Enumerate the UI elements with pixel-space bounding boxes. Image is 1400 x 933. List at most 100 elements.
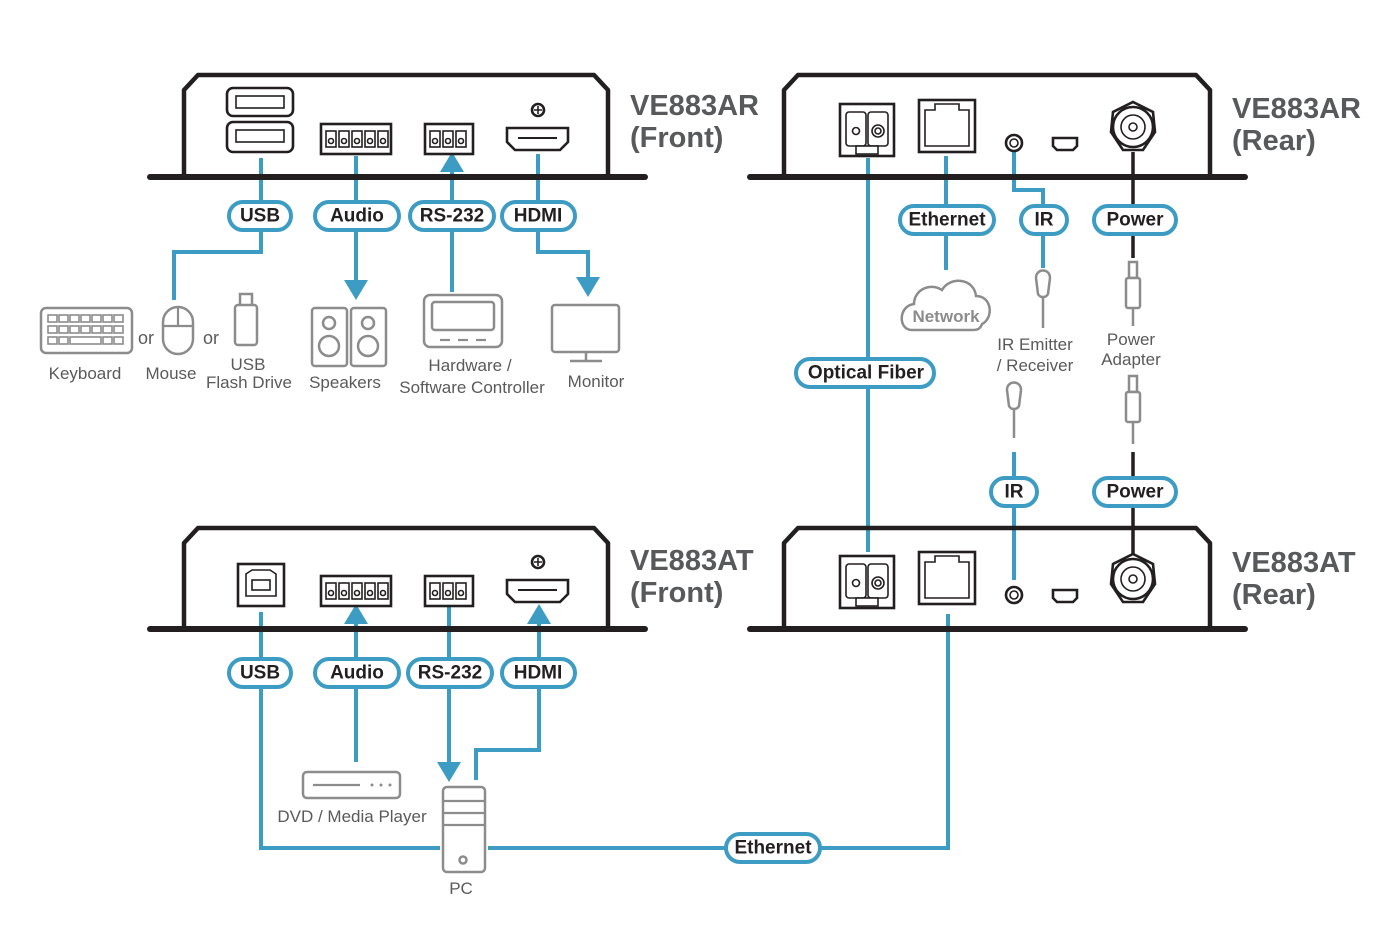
ir-emitter-label: IR Emitter <box>997 335 1073 354</box>
keyboard-icon <box>39 306 134 355</box>
rx-ethernet-pill: Ethernet <box>898 204 996 236</box>
svg-text:USB: USB <box>240 663 280 684</box>
svg-text:Optical Fiber: Optical Fiber <box>808 363 925 384</box>
monitor-label: Monitor <box>568 372 625 391</box>
ethernet-port-icon <box>917 98 977 154</box>
ir-jack-port-icon <box>1004 585 1024 605</box>
unit-tx-front: VE883AT (Front) <box>147 525 754 632</box>
pc-label: PC <box>449 879 473 898</box>
rx-audio-arrow <box>344 280 368 300</box>
hdmi-port-icon <box>505 554 570 604</box>
chassis-outline <box>781 72 1213 176</box>
svg-text:Power: Power <box>1106 482 1164 503</box>
svg-text:Ethernet: Ethernet <box>734 838 812 859</box>
unit-side-label: (Rear) <box>1232 125 1316 157</box>
rx-ir-pill: IR <box>1019 204 1069 236</box>
tx-usb-pill: USB <box>227 657 293 689</box>
svg-text:RS-232: RS-232 <box>418 663 482 684</box>
chassis-outline <box>781 525 1213 629</box>
unit-rx-front: VE883AR (Front) <box>147 72 759 180</box>
rx-usb-pill: USB <box>227 200 293 232</box>
connector-labels: USB Audio RS-232 HDMI Ethernet IR Power <box>227 200 1178 864</box>
controller-icon <box>422 293 504 349</box>
unit-rx-rear: VE883AR (Rear) <box>747 72 1361 180</box>
tx-ir-pill: IR <box>989 476 1039 508</box>
usb-flash-drive-label: Flash Drive <box>206 373 292 392</box>
unit-model-label: VE883AT <box>1232 547 1356 579</box>
power-jack-port-icon <box>1109 552 1157 604</box>
mouse-icon <box>161 305 195 356</box>
tx-audio-pill: Audio <box>313 657 401 689</box>
ir-jack-port-icon <box>1004 133 1024 153</box>
rs232-terminal-port-icon <box>423 574 475 608</box>
svg-text:IR: IR <box>1005 482 1024 503</box>
chassis-outline <box>181 72 611 176</box>
unit-model-label: VE883AT <box>630 545 754 577</box>
tx-usb-cable <box>259 612 440 850</box>
tx-rs232-pill: RS-232 <box>406 657 494 689</box>
power-adapter-label: Power <box>1107 330 1156 349</box>
unit-side-label: (Front) <box>630 122 723 154</box>
optical-fiber-pill: Optical Fiber <box>794 357 936 389</box>
rx-rs232-arrow <box>440 152 464 172</box>
unit-model-label: VE883AR <box>630 90 759 122</box>
rx-rs232-pill: RS-232 <box>408 200 496 232</box>
tx-ethernet-cable <box>488 614 950 850</box>
optical-fiber-port-icon <box>838 554 896 610</box>
optical-fiber-port-icon <box>838 102 896 158</box>
rs232-terminal-port-icon <box>423 122 475 156</box>
mouse-label: Mouse <box>145 364 196 383</box>
rx-power-pill: Power <box>1092 204 1178 236</box>
keyboard-label: Keyboard <box>49 364 122 383</box>
svg-text:HDMI: HDMI <box>514 206 563 227</box>
unit-side-label: (Rear) <box>1232 579 1316 611</box>
svg-text:RS-232: RS-232 <box>420 206 484 227</box>
ethernet-port-icon <box>917 550 977 606</box>
tx-audio-arrow <box>344 604 368 624</box>
pc-tower-icon <box>441 785 487 874</box>
chassis-outline <box>181 525 611 629</box>
rx-hdmi-arrow <box>576 277 600 297</box>
tx-hdmi-arrow <box>527 604 551 624</box>
tx-power-pill: Power <box>1092 476 1178 508</box>
svg-text:Ethernet: Ethernet <box>908 210 986 231</box>
ir-receiver-icon <box>1005 381 1023 438</box>
audio-terminal-port-icon <box>319 574 393 608</box>
power-jack-port-icon <box>1109 100 1157 152</box>
svg-text:USB: USB <box>240 206 280 227</box>
usb-a-port-icon <box>225 86 295 154</box>
pc-ethernet-pill: Ethernet <box>724 832 822 864</box>
power-adapter-label: Adapter <box>1101 350 1161 369</box>
unit-side-label: (Front) <box>630 577 723 609</box>
tx-hdmi-cable <box>474 620 541 780</box>
svg-text:Audio: Audio <box>330 663 384 684</box>
cables <box>172 152 1135 850</box>
usb-flash-drive-label: USB <box>231 355 266 374</box>
rx-hdmi-pill: HDMI <box>500 200 577 232</box>
ir-emitter-icon <box>1034 269 1052 328</box>
speakers-label: Speakers <box>309 373 381 392</box>
svg-text:Power: Power <box>1106 210 1164 231</box>
or-label: or <box>138 328 154 348</box>
controller-label: Hardware / <box>428 356 511 375</box>
unit-model-label: VE883AR <box>1232 93 1361 125</box>
unit-tx-rear: VE883AT (Rear) <box>747 525 1356 632</box>
usb-flash-drive-icon <box>233 292 259 347</box>
network-cloud-icon <box>900 279 991 332</box>
micro-usb-port-icon <box>1051 136 1079 152</box>
svg-text:Audio: Audio <box>330 206 384 227</box>
rx-audio-pill: Audio <box>313 200 401 232</box>
or-label: or <box>203 328 219 348</box>
controller-label: Software Controller <box>399 378 545 397</box>
micro-usb-port-icon <box>1051 588 1079 604</box>
dvd-player-label: DVD / Media Player <box>277 807 427 826</box>
svg-text:HDMI: HDMI <box>514 663 563 684</box>
monitor-icon <box>550 303 621 363</box>
hdmi-port-icon <box>505 102 570 152</box>
tx-hdmi-pill: HDMI <box>500 657 577 689</box>
svg-text:IR: IR <box>1035 210 1054 231</box>
dvd-player-icon <box>301 770 402 800</box>
usb-b-port-icon <box>236 562 286 608</box>
audio-terminal-port-icon <box>319 122 393 156</box>
